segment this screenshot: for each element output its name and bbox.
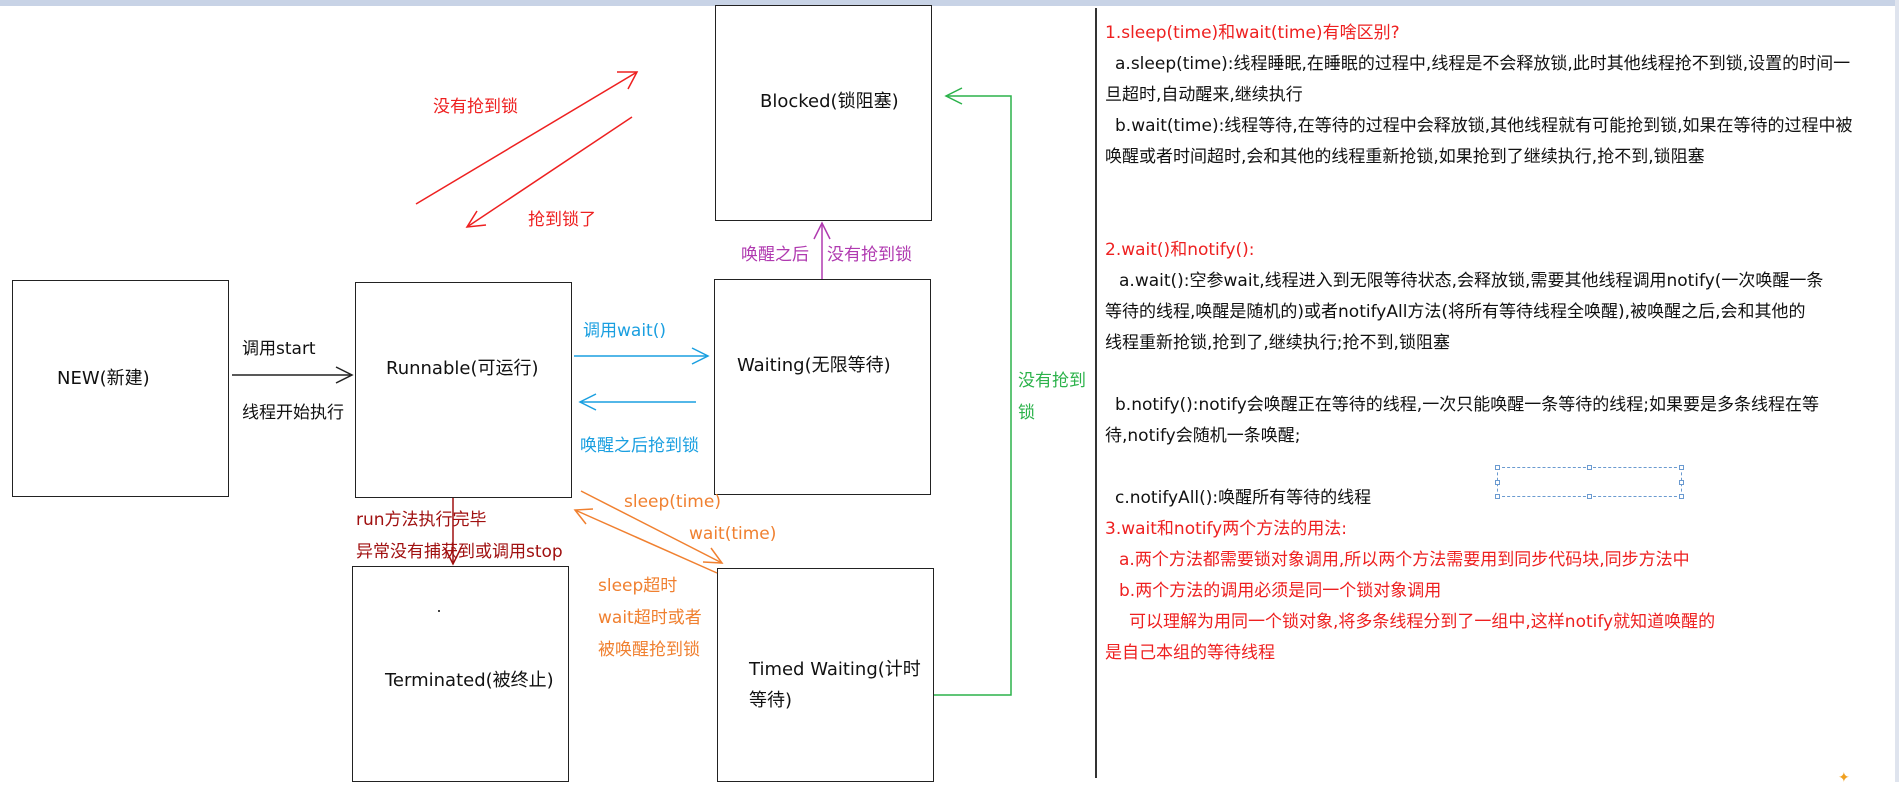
label-wait-time: wait(time) [689,524,777,544]
label-green-2: 锁 [1018,403,1035,423]
label-run-done: run方法执行完毕 [356,510,487,530]
notes-q2-b-line2: 待,notify会随机一条唤醒; [1105,426,1301,446]
notes-q2-a-line2: 等待的线程,唤醒是随机的)或者notifyAll方法(将所有等待线程全唤醒),被… [1105,302,1806,322]
stray-dot [438,610,440,612]
notes-q2-b-line1: b.notify():notify会唤醒正在等待的线程,一次只能唤醒一条等待的线… [1115,395,1819,415]
resize-handle-bl[interactable] [1495,494,1500,499]
label-call-start: 调用start [242,339,316,359]
label-wait-timeout: wait超时或者 [598,608,702,628]
state-timed-waiting-box: Timed Waiting(计时 等待) [717,568,934,782]
state-runnable-box: Runnable(可运行) [355,282,572,498]
notes-q3-c-line1: 可以理解为用同一个锁对象,将多条线程分到了一组中,这样notify就知道唤醒的 [1129,612,1716,632]
state-blocked-box: Blocked(锁阻塞) [715,5,932,221]
state-timed-waiting-label-1: Timed Waiting(计时 [749,659,921,680]
notes-q3-c-line2: 是自己本组的等待线程 [1105,643,1275,663]
resize-handle-bc[interactable] [1587,494,1592,499]
notes-q3-b: b.两个方法的调用必须是同一个锁对象调用 [1119,581,1442,601]
label-call-wait: 调用wait() [583,321,666,341]
resize-handle-ml[interactable] [1495,480,1500,485]
resize-handle-tr[interactable] [1679,465,1684,470]
notes-q3-title: 3.wait和notify两个方法的用法: [1105,519,1347,539]
arrow-wakeup-got-lock [578,393,696,411]
label-sleep-timeout: sleep超时 [598,576,678,596]
label-exception-stop: 异常没有捕获到或调用stop [356,542,563,562]
label-thread-start: 线程开始执行 [242,403,344,423]
state-terminated-box: Terminated(被终止) [352,566,569,782]
label-not-got-lock: 没有抢到锁 [433,97,518,117]
notes-q2-a-line3: 线程重新抢锁,抢到了,继续执行;抢不到,锁阻塞 [1105,333,1450,353]
label-after-wakeup: 唤醒之后 [741,245,809,265]
notes-q2-a-line1: a.wait():空参wait,线程进入到无限等待状态,会释放锁,需要其他线程调… [1119,271,1824,291]
label-wakeup-got-lock: 唤醒之后抢到锁 [580,436,699,456]
arrow-call-wait [574,347,710,365]
arrow-new-to-runnable [232,366,354,384]
label-woken-got-lock: 被唤醒抢到锁 [598,640,700,660]
notes-q1-b-line1: b.wait(time):线程等待,在等待的过程中会释放锁,其他线程就有可能抢到… [1115,116,1853,136]
arrow-timed-to-blocked [934,87,1012,696]
notes-q3-a: a.两个方法都需要锁对象调用,所以两个方法需要用到同步代码块,同步方法中 [1119,550,1690,570]
state-timed-waiting-label-2: 等待) [749,690,793,711]
notes-q1-a-line1: a.sleep(time):线程睡眠,在睡眠的过程中,线程是不会释放锁,此时其他… [1115,54,1851,74]
notes-q2-title: 2.wait()和notify(): [1105,240,1255,260]
state-runnable-label: Runnable(可运行) [386,358,539,379]
resize-handle-tl[interactable] [1495,465,1500,470]
window-top-border [0,0,1899,6]
notes-q2-c: c.notifyAll():唤醒所有等待的线程 [1115,488,1372,508]
label-green-1: 没有抢到 [1018,371,1086,391]
label-not-got-lock-2: 没有抢到锁 [827,245,912,265]
corner-logo-icon: ✦ [1838,770,1850,786]
state-new-box: NEW(新建) [12,280,229,497]
notes-q1-b-line2: 唤醒或者时间超时,会和其他的线程重新抢锁,如果抢到了继续执行,抢不到,锁阻塞 [1105,147,1705,167]
state-blocked-label: Blocked(锁阻塞) [760,91,899,112]
resize-handle-br[interactable] [1679,494,1684,499]
state-waiting-label: Waiting(无限等待) [737,355,891,376]
resize-handle-tc[interactable] [1587,465,1592,470]
state-terminated-label: Terminated(被终止) [385,670,554,691]
state-new-label: NEW(新建) [57,368,150,389]
notes-q1-title: 1.sleep(time)和wait(time)有啥区别? [1105,23,1400,43]
vertical-divider [1095,8,1097,778]
notes-panel: 1.sleep(time)和wait(time)有啥区别? a.sleep(ti… [1105,18,1885,669]
state-waiting-box: Waiting(无限等待) [714,279,931,495]
label-sleep-time: sleep(time) [624,492,721,512]
resize-handle-mr[interactable] [1679,480,1684,485]
label-got-lock: 抢到锁了 [528,210,596,230]
window-right-border [1895,0,1899,782]
notes-q1-a-line2: 旦超时,自动醒来,继续执行 [1105,85,1303,105]
selected-textbox[interactable] [1495,465,1684,499]
